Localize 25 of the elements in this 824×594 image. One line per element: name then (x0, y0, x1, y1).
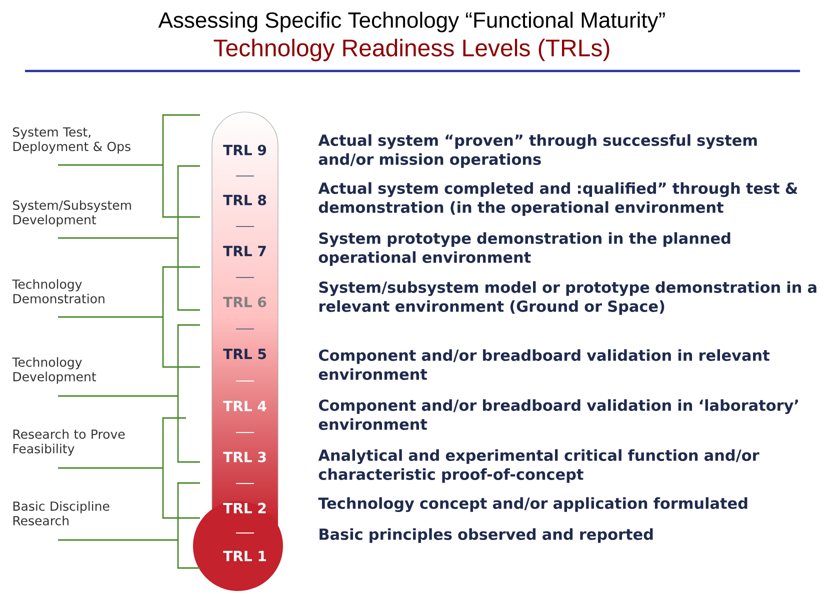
subtitle: Technology Readiness Levels (TRLs) (214, 38, 610, 62)
node-label: TRL 3 (223, 452, 266, 462)
title: Assessing Specific Technology “Functional Maturity” (158, 12, 665, 32)
stage-label: System Test, Deployment & Ops (13, 127, 130, 154)
level-description: System prototype demonstration in the planned operational environment (318, 232, 730, 266)
node-label: TRL 5 (223, 348, 266, 360)
level-description: Component and/or breadboard validation in ‘laboratory’ environment (318, 399, 798, 430)
stage-label: System/Subsystem Development (13, 200, 131, 227)
level-description: Actual system completed and :qualified” through test & demonstration (in the operational environment (318, 182, 798, 216)
stage-label: Basic Discipline Research (13, 501, 110, 526)
node-label: TRL 7 (223, 246, 266, 256)
node-label: TRL 9 (223, 144, 266, 156)
stage-label: Technology Development (12, 357, 96, 384)
node-label: TRL 8 (223, 194, 266, 206)
level-description: Basic principles observed and reported (320, 528, 653, 543)
level-description: Technology concept and/or application formulated (318, 497, 748, 512)
stage-label: Research to Prove Feasibility (13, 429, 125, 456)
level-description: Analytical and experimental critical function and/or characteristic proof-of-concept (318, 449, 760, 483)
stage-label: Technology Demonstration (12, 279, 104, 304)
node-label: TRL 6 (223, 296, 266, 308)
thermometer: TRL 9 TRL 8 TRL 7 TRL 6 TRL 5 TRL 4 TRL 3 TRL 2 TRL 1 (193, 112, 283, 591)
level-description: System/subsystem model or prototype demonstration in a relevant environment (Ground or Space) (319, 281, 816, 315)
level-description: Component and/or breadboard validation in relevant environment (318, 349, 770, 380)
level-description: Actual system “proven” through successful system and/or mission operations (318, 134, 757, 168)
node-label: TRL 4 (223, 400, 266, 412)
